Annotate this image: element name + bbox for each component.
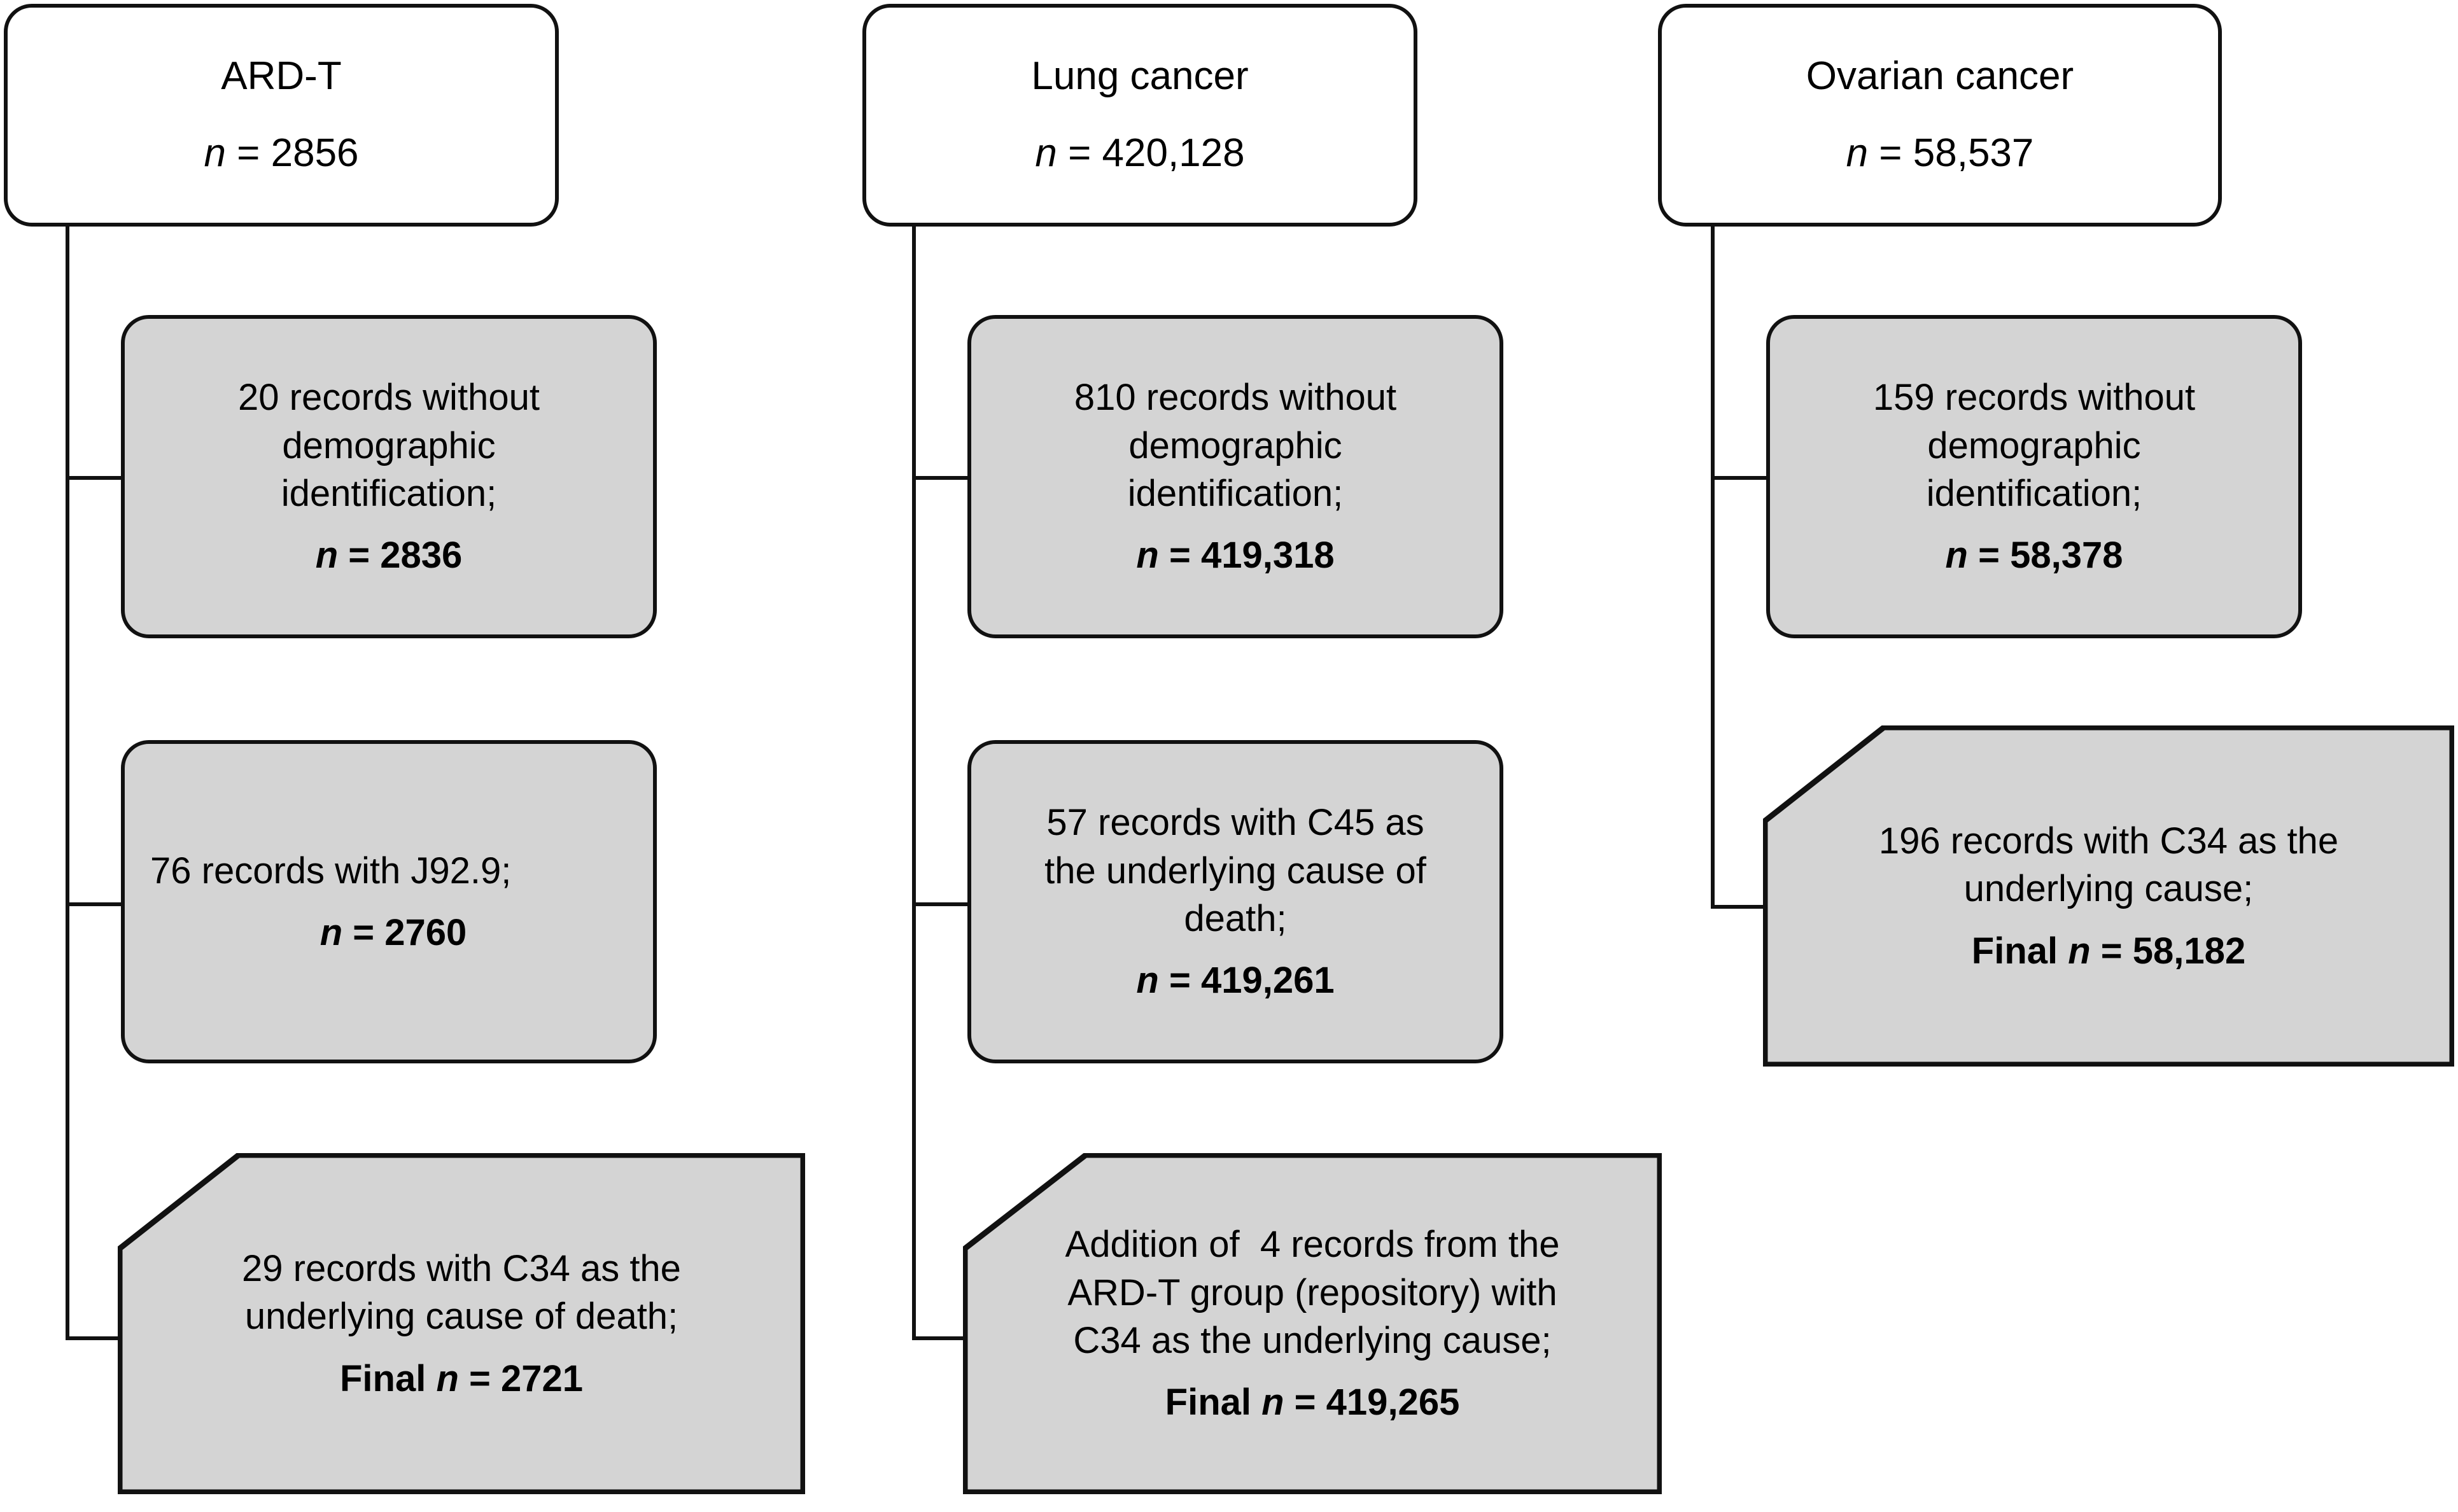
step-count-ard-t-2: n = 2760: [320, 909, 467, 956]
n-value: 2856: [270, 131, 359, 175]
step-text-line: demographic: [282, 424, 496, 466]
n-equals: =: [225, 131, 271, 175]
connector-trunk-ard-t: [66, 227, 69, 1340]
n-value: 419,318: [1200, 535, 1335, 577]
connector-branch-ovarian-1: [1711, 476, 1774, 480]
step-text-line: underlying cause of death;: [244, 1296, 678, 1338]
n-value: 419,265: [1326, 1382, 1460, 1424]
step-text-line: 57 records with C45 as: [1046, 802, 1424, 844]
header-box-lung-cancer: Lung cancer n = 420,128: [862, 4, 1417, 227]
final-box-text: Addition of 4 records from the ARD-T gro…: [963, 1221, 1662, 1427]
n-value: 2721: [500, 1357, 584, 1399]
step-text-line: 76 records with J92.9;: [150, 850, 512, 892]
n-symbol: n: [1261, 1382, 1284, 1424]
n-equals: =: [1057, 131, 1102, 175]
header-count-ovarian-cancer: n = 58,537: [1846, 128, 2034, 179]
step-box-lung-1: 810 records without demographic identifi…: [967, 315, 1503, 638]
step-text-line: demographic: [1927, 424, 2141, 466]
step-count-ovarian-1: n = 58,378: [1946, 531, 2123, 579]
final-box-lung-cancer: Addition of 4 records from the ARD-T gro…: [963, 1153, 1662, 1494]
step-text-line: demographic: [1128, 424, 1342, 466]
final-count-ovarian-cancer: Final n = 58,182: [1781, 927, 2436, 975]
n-value: 2836: [380, 535, 463, 577]
final-box-ard-t: 29 records with C34 as the underlying ca…: [118, 1153, 805, 1494]
n-value: 58,537: [1913, 131, 2034, 175]
header-count-ard-t: n = 2856: [204, 128, 358, 179]
step-count-ard-t-1: n = 2836: [316, 531, 463, 579]
n-equals: =: [338, 535, 381, 577]
step-text-line: 159 records without: [1872, 377, 2196, 419]
connector-trunk-lung-cancer: [912, 227, 916, 1340]
n-symbol: n: [1136, 535, 1159, 577]
n-symbol: n: [436, 1357, 459, 1399]
step-text-line: 20 records without: [238, 377, 540, 419]
final-box-ovarian-cancer: 196 records with C34 as the underlying c…: [1763, 725, 2454, 1067]
n-value: 420,128: [1102, 131, 1245, 175]
n-symbol: n: [1846, 131, 1869, 175]
connector-trunk-ovarian-cancer: [1711, 227, 1715, 909]
n-symbol: n: [1945, 535, 1968, 577]
step-text-line: death;: [1184, 898, 1287, 939]
n-equals: =: [458, 1357, 501, 1399]
final-count-lung-cancer: Final n = 419,265: [981, 1378, 1644, 1426]
final-prefix: Final: [1165, 1382, 1262, 1424]
header-title-ovarian-cancer: Ovarian cancer: [1806, 54, 2074, 99]
final-count-ard-t: Final n = 2721: [136, 1355, 787, 1403]
n-equals: =: [1158, 535, 1201, 577]
header-box-ovarian-cancer: Ovarian cancer n = 58,537: [1658, 4, 2222, 227]
connector-branch-lung-3: [912, 1336, 976, 1340]
n-value: 2760: [384, 912, 467, 953]
step-text-line: 29 records with C34 as the: [242, 1247, 681, 1289]
step-box-ard-t-2: 76 records with J92.9; n = 2760: [121, 740, 657, 1063]
n-value: 58,182: [2132, 930, 2246, 972]
n-value: 419,261: [1200, 960, 1335, 1002]
final-prefix: Final: [1971, 930, 2068, 972]
n-symbol: n: [204, 131, 226, 175]
connector-branch-lung-2: [912, 902, 976, 906]
step-text-line: identification;: [281, 473, 497, 514]
step-text-line: 196 records with C34 as the: [1878, 820, 2339, 862]
header-count-lung-cancer: n = 420,128: [1035, 128, 1244, 179]
step-text-line: ARD-T group (repository) with: [1067, 1271, 1557, 1313]
n-symbol: n: [320, 912, 343, 953]
step-box-ovarian-1: 159 records without demographic identifi…: [1766, 315, 2302, 638]
connector-branch-lung-1: [912, 476, 976, 480]
final-prefix: Final: [339, 1357, 437, 1399]
connector-branch-ovarian-2: [1711, 905, 1774, 909]
step-box-ard-t-1: 20 records without demographic identific…: [121, 315, 657, 638]
final-box-text: 29 records with C34 as the underlying ca…: [118, 1245, 805, 1403]
n-equals: =: [2090, 930, 2133, 972]
connector-branch-ard-t-1: [66, 476, 129, 480]
n-symbol: n: [1136, 960, 1159, 1002]
step-text-line: identification;: [1127, 473, 1344, 514]
step-count-lung-1: n = 419,318: [1136, 531, 1334, 579]
n-symbol: n: [315, 535, 339, 577]
n-equals: =: [1967, 535, 2011, 577]
step-text-line: identification;: [1926, 473, 2142, 514]
step-text-line: the underlying cause of: [1044, 850, 1426, 892]
n-equals: =: [342, 912, 385, 953]
header-title-lung-cancer: Lung cancer: [1031, 54, 1249, 99]
header-box-ard-t: ARD-T n = 2856: [4, 4, 559, 227]
final-box-text: 196 records with C34 as the underlying c…: [1763, 817, 2454, 975]
n-symbol: n: [2068, 930, 2091, 972]
n-equals: =: [1158, 960, 1201, 1002]
n-symbol: n: [1035, 131, 1057, 175]
step-text-line: Addition of 4 records from the: [1065, 1224, 1560, 1266]
step-box-lung-2: 57 records with C45 as the underlying ca…: [967, 740, 1503, 1063]
header-title-ard-t: ARD-T: [221, 54, 342, 99]
connector-branch-ard-t-2: [66, 902, 129, 906]
step-count-lung-2: n = 419,261: [1136, 956, 1334, 1004]
connector-branch-ard-t-3: [66, 1336, 129, 1340]
n-value: 58,378: [2010, 535, 2123, 577]
step-text-line: 810 records without: [1074, 377, 1397, 419]
n-equals: =: [1284, 1382, 1326, 1424]
step-text-line: underlying cause;: [1963, 868, 2254, 910]
n-equals: =: [1868, 131, 1913, 175]
step-text-line: C34 as the underlying cause;: [1073, 1320, 1552, 1361]
